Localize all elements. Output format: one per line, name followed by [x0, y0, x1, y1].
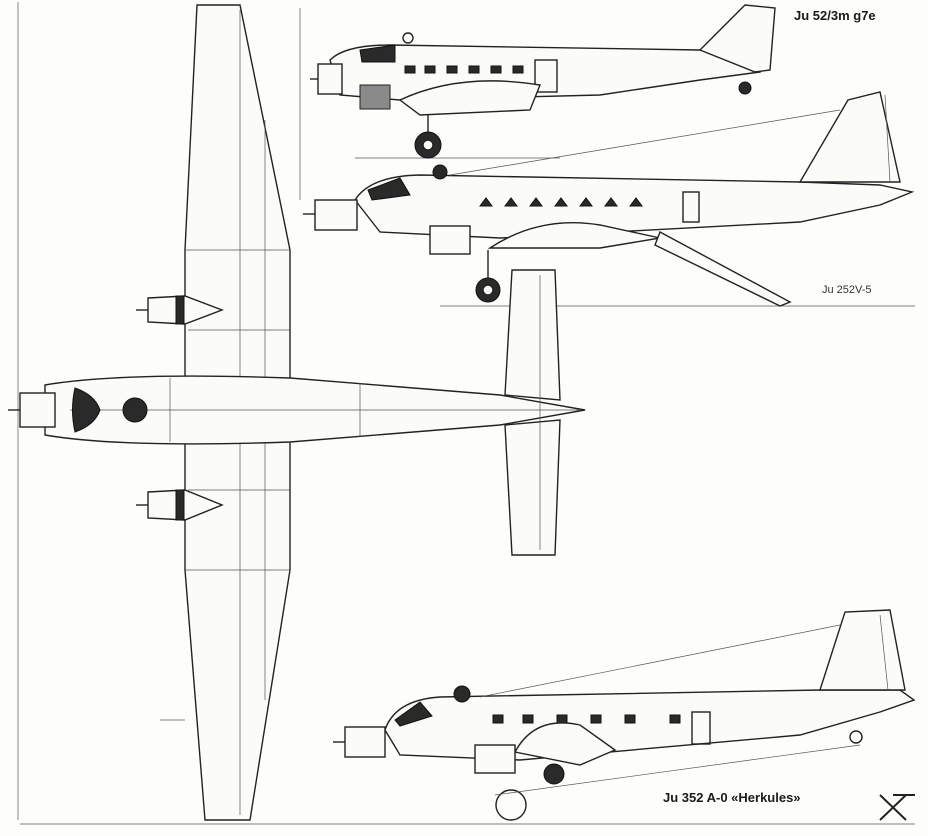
label-ju252: Ju 252V-5 — [822, 284, 872, 296]
ju252-side-view — [303, 91, 915, 307]
ju252-cockpit — [367, 177, 411, 201]
ju352-aerial — [479, 624, 841, 698]
ju252-nose-engine — [314, 199, 358, 231]
plan-view — [8, 4, 586, 821]
ju352-wing — [513, 722, 617, 766]
ju52-windows — [404, 65, 524, 74]
ju352-windows — [492, 714, 681, 724]
ju52-nose-engine — [317, 63, 343, 95]
ju52-fin — [698, 4, 776, 73]
ju352-cockpit — [394, 701, 433, 727]
ju252-turret — [432, 164, 448, 180]
ju252-rudder-line — [884, 94, 891, 183]
ju352-nose-engine — [344, 726, 386, 758]
plan-turret — [122, 397, 148, 423]
ju52-door — [534, 59, 558, 93]
ju252-fin — [798, 91, 901, 183]
plan-nose-engine — [19, 392, 56, 428]
ju352-fin — [819, 609, 906, 691]
plan-wing-upper — [184, 4, 291, 381]
plan-engine-lower-ring — [175, 489, 185, 521]
ju52-wing-engine — [359, 84, 391, 110]
ju352-turret — [453, 685, 471, 703]
ju352-ground-line — [494, 744, 861, 796]
plan-tailplane-lower — [504, 419, 561, 556]
ju252-wing-engine — [429, 225, 471, 255]
ju52-side-view — [310, 4, 776, 159]
ju352-rudder-line — [879, 614, 889, 691]
label-ju352: Ju 352 A-0 «Herkules» — [663, 790, 801, 805]
ju252-aerial — [449, 109, 841, 176]
label-ju52: Ju 52/3m g7e — [794, 8, 876, 23]
ju352-wing-engine — [474, 744, 516, 774]
ju352-fuselage — [384, 689, 916, 761]
ju352-main-wheel — [543, 763, 565, 785]
ju52-cockpit — [359, 44, 396, 63]
plan-tailplane-upper — [504, 269, 561, 401]
plan-engine-upper-ring — [175, 295, 185, 325]
ju252-windows — [479, 197, 643, 207]
ju252-wing — [487, 222, 661, 249]
ju52-wheel-hub — [422, 139, 434, 151]
plan-cockpit — [72, 387, 101, 433]
publisher-logo — [879, 794, 915, 821]
ju252-wheel-hub — [482, 284, 494, 296]
ju52-wing — [398, 80, 541, 116]
ju352-side-view — [333, 609, 916, 821]
ju352-door — [691, 711, 711, 745]
ju52-dorsal-ring — [402, 32, 414, 44]
ju352-wheel-outline — [495, 789, 527, 821]
ju252-rear-ramp — [654, 231, 792, 307]
ju252-door — [682, 191, 700, 223]
ju52-tail-wheel — [738, 81, 752, 95]
ju352-tail-wheel — [849, 730, 863, 744]
